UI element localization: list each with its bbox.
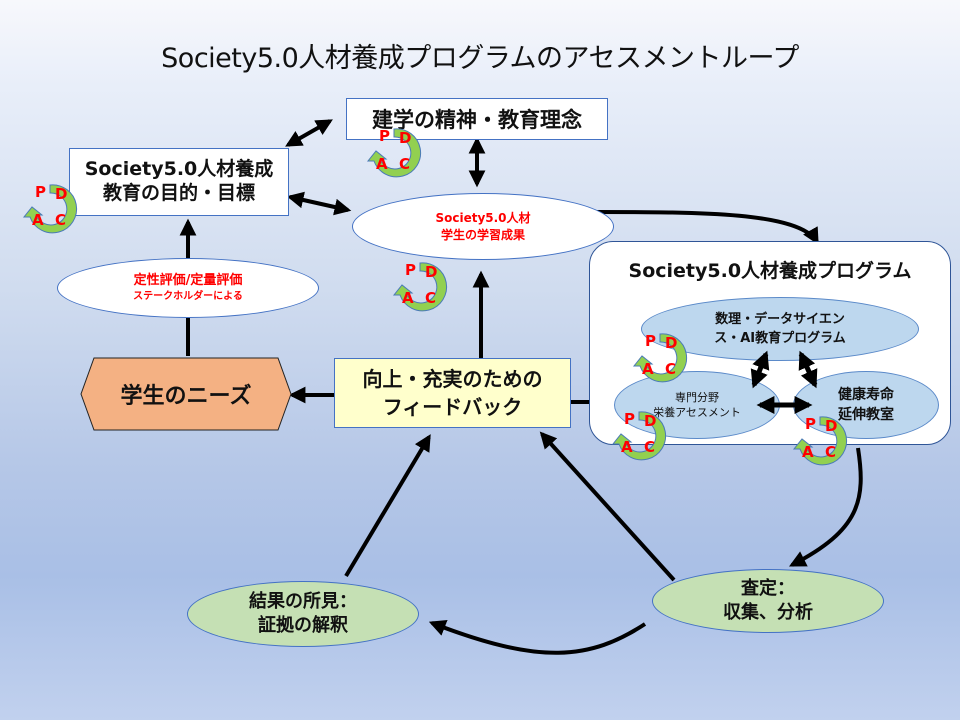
pdca-c: C [399,155,411,173]
evaluation-line1: 定性評価/定量評価 [133,273,243,289]
arrow-outcomes-program [596,210,819,245]
pdca-p: P [35,183,46,201]
pdca-d: D [665,334,678,352]
data-science-line2: ス・AI教育プログラム [714,331,846,346]
assessment-line2: 収集、分析 [723,602,813,623]
arrow-datascience-health [798,350,818,389]
pdca-d: D [825,417,838,435]
pdca-c: C [425,289,437,307]
pdca-p: P [645,332,656,350]
evaluation-line2: ステークホルダーによる [133,290,243,302]
assessment-ellipse: 査定： 収集、分析 [652,569,884,633]
health-line1: 健康寿命 [838,386,894,403]
pdca-d: D [425,263,438,281]
arrow-datascience-nutrition [750,350,770,389]
feedback-line1: 向上・充実のための [362,367,543,391]
pdca-c: C [644,438,656,456]
learning-outcomes-line2: 学生の学習成果 [440,227,525,242]
arrow-goals-outcomes [286,191,352,216]
evaluation-ellipse: 定性評価/定量評価 ステークホルダーによる [57,258,319,318]
pdca-c: C [55,211,67,229]
hexagon-shape [80,357,292,431]
learning-outcomes-ellipse: Society5.0人材 学生の学習成果 [352,193,614,260]
pdca-a: A [642,360,654,378]
education-goals-line2: 教育の目的・目標 [102,182,255,204]
pdca-cycle-icon: P D A C [392,259,448,315]
findings-line1: 結果の所見： [249,590,357,612]
program-title: Society5.0人材養成プログラム [628,260,912,282]
diagram-title: Society5.0人材養成プログラムのアセスメントループ [161,43,799,74]
arrow-findings-feedback [344,434,431,578]
data-science-line1: 数理・データサイエン [715,311,845,327]
pdca-cycle-icon: P D A C [611,408,667,464]
pdca-c: C [825,443,837,461]
pdca-p: P [624,410,635,428]
assessment-line1: 査定： [741,577,795,599]
education-goals-box: Society5.0人材養成 教育の目的・目標 [69,148,289,216]
arrow-assessment-findings [428,620,647,655]
pdca-cycle-icon: P D A C [22,181,78,237]
pdca-p: P [379,127,390,145]
pdca-d: D [55,185,68,203]
arrow-goals-founding [285,119,333,147]
pdca-p: P [405,261,416,279]
nutrition-line1: 専門分野 [675,390,719,404]
pdca-c: C [665,360,677,378]
findings-ellipse: 結果の所見： 証拠の解釈 [187,581,419,647]
feedback-line2: フィードバック [382,395,523,419]
education-goals-line1: Society5.0人材養成 [84,158,274,181]
pdca-d: D [644,412,657,430]
arrow-assessment-feedback [539,431,676,582]
findings-line2: 証拠の解釈 [258,615,348,636]
pdca-cycle-icon: P D A C [632,330,688,386]
founding-spirit-box: 建学の精神・教育理念 [346,98,608,140]
pdca-a: A [402,289,414,307]
student-needs-hexagon: 学生のニーズ [80,357,292,431]
health-line2: 延伸教室 [838,407,894,423]
health-ellipse: 健康寿命 延伸教室 [793,371,939,439]
pdca-d: D [399,129,412,147]
student-needs-label: 学生のニーズ [120,384,252,409]
founding-spirit-label: 建学の精神・教育理念 [372,108,582,132]
pdca-cycle-icon: P D A C [366,125,422,181]
pdca-cycle-icon: P D A C [792,413,848,469]
data-science-ellipse: 数理・データサイエン ス・AI教育プログラム [641,297,919,361]
pdca-p: P [805,415,816,433]
arrow-program-assessment [789,447,863,567]
feedback-box: 向上・充実のための フィードバック [334,358,571,428]
pdca-a: A [802,443,814,461]
pdca-a: A [32,211,44,229]
learning-outcomes-line1: Society5.0人材 [435,211,531,226]
pdca-a: A [621,438,633,456]
pdca-a: A [376,155,388,173]
nutrition-line2: 栄養アセスメント [653,406,741,419]
